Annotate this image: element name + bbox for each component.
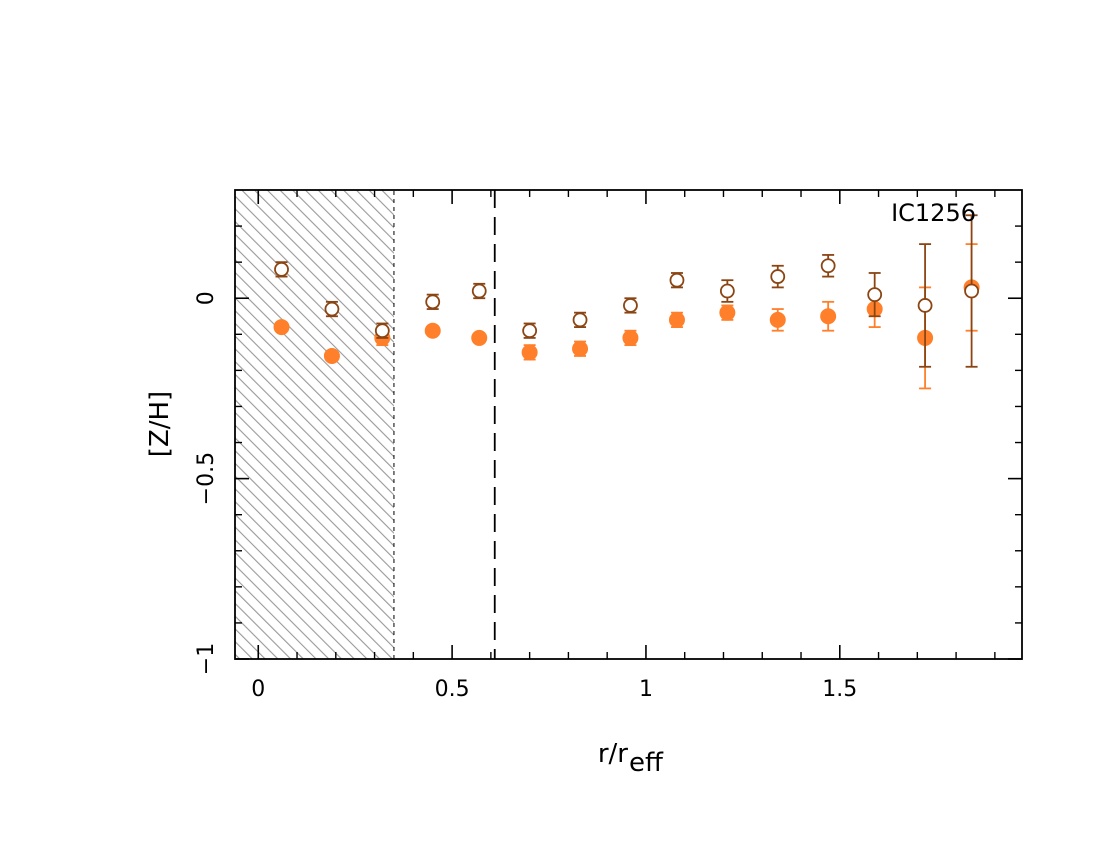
open-point <box>522 322 538 339</box>
open-marker <box>471 283 487 299</box>
open-marker <box>374 323 390 339</box>
filled-marker <box>572 340 589 357</box>
open-marker <box>917 298 933 313</box>
open-point <box>820 254 836 278</box>
open-marker <box>770 269 786 284</box>
open-point <box>471 282 487 300</box>
x-tick-label: 0 <box>251 677 265 702</box>
y-tick-label: −1 <box>194 643 219 675</box>
filled-point <box>572 340 589 357</box>
filled-marker <box>622 329 639 346</box>
y-tick-label: −0.5 <box>194 452 219 505</box>
open-marker <box>669 272 685 288</box>
open-point <box>719 279 735 303</box>
x-tick-label: 1 <box>639 677 653 702</box>
filled-marker <box>668 311 685 328</box>
open-marker <box>425 294 441 310</box>
y-axis-title: [Z/H] <box>145 391 175 457</box>
filled-point <box>820 300 837 332</box>
x-tick-label: 1.5 <box>822 677 857 702</box>
open-marker <box>623 298 638 313</box>
filled-marker <box>424 322 441 339</box>
axes: 0 0.5 1 1.5 −1 −0.5 0 <box>194 190 1022 702</box>
open-point <box>917 243 933 368</box>
filled-marker <box>273 319 290 336</box>
open-point <box>669 272 685 289</box>
open-marker <box>964 283 980 299</box>
filled-point <box>273 319 290 336</box>
open-point <box>274 261 289 278</box>
open-point <box>770 264 786 289</box>
filled-point <box>668 311 685 328</box>
x-axis-title-subscript: eff <box>629 748 664 778</box>
open-marker <box>274 261 289 277</box>
filled-point <box>521 344 538 361</box>
filled-point <box>769 308 786 332</box>
open-marker <box>572 312 588 328</box>
open-point <box>425 293 441 310</box>
chart-annotation: IC1256 <box>891 199 976 227</box>
filled-marker <box>323 347 340 364</box>
filled-point <box>424 322 441 339</box>
plot-frame <box>234 189 1023 660</box>
filled-marker <box>471 329 488 346</box>
open-marker <box>522 323 538 339</box>
filled-marker <box>521 344 538 361</box>
filled-marker <box>769 311 786 328</box>
open-marker <box>719 283 735 299</box>
filled-marker <box>719 304 736 321</box>
x-tick-label: 0.5 <box>435 677 470 702</box>
shaded-region <box>235 190 394 659</box>
data-marks <box>273 214 980 390</box>
x-axis-title: r/r <box>598 739 628 769</box>
open-marker <box>867 287 883 303</box>
filled-point <box>323 347 340 364</box>
y-tick-label: 0 <box>194 291 219 305</box>
open-marker <box>324 301 340 317</box>
open-marker <box>820 258 836 274</box>
open-point <box>572 311 588 328</box>
open-point <box>324 300 340 318</box>
filled-point <box>471 329 488 346</box>
open-point <box>964 214 980 368</box>
open-point <box>374 322 390 339</box>
open-point <box>867 272 883 318</box>
open-point <box>623 297 638 314</box>
filled-point <box>719 304 736 321</box>
filled-marker <box>820 308 837 325</box>
filled-point <box>622 329 639 347</box>
